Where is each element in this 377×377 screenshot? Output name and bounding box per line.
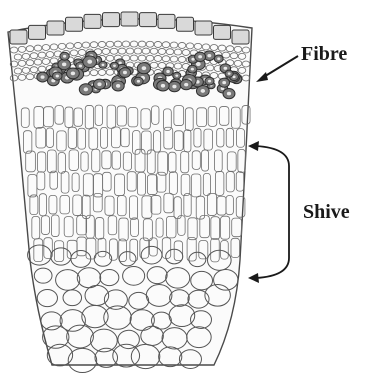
fibre-cell-lumen [222,81,226,84]
epidermis-cell [232,30,249,44]
fibre-cell-lumen [97,82,101,86]
fibre-cell-lumen [207,54,211,57]
bracket-arrow-icon [248,141,289,283]
fibre-cell-lumen [228,72,231,74]
fibre-cell-lumen [201,89,205,93]
fibre-cell-lumen [227,92,231,96]
fibre-cell-lumen [102,64,105,66]
fibre-cell-lumen [196,62,201,66]
fibre-cell-lumen [175,74,178,76]
fibre-cell-lumen [161,84,165,88]
epidermis-cell [66,17,83,31]
epidermis-cell [158,14,175,28]
epidermis-cell [121,12,138,26]
epidermis-cell [177,17,194,31]
epidermis-cell [29,25,46,39]
fibre-cell-lumen [184,83,188,87]
epidermis-cell [10,30,27,44]
fibre-cell-lumen [116,84,120,88]
fibre-cell-lumen [224,67,228,70]
fibre-label: Fibre [301,43,347,65]
epidermis-cell [103,13,120,27]
epidermis-cell [140,13,157,27]
fibre-cell-lumen [217,57,220,60]
fibre-cell-lumen [191,68,194,71]
fibre-cell-lumen [79,65,82,68]
fibre-cell-lumen [113,65,116,67]
fibre-cell-lumen [84,87,89,91]
fibre-cell-lumen [71,71,75,75]
fibre-cell-lumen [166,70,170,73]
fibre-cell-lumen [198,55,202,58]
fibre-cell-lumen [123,71,127,74]
fibre-cell-lumen [208,80,211,83]
epidermis-cell [214,25,231,39]
fibre-cell-lumen [191,58,194,61]
fibre-cell-lumen [62,62,66,66]
epidermis-cell [47,21,64,35]
fibre-cell-lumen [41,75,45,78]
fibre-cell-lumen [87,60,92,64]
fibre-cell-lumen [63,55,66,58]
epidermis-cell [195,21,212,35]
fibre-cell-lumen [56,75,59,78]
shive-label: Shive [303,201,350,223]
epidermis-cell [84,14,101,28]
arrow-icon [256,56,298,82]
fibre-cell-lumen [142,66,147,70]
fibre-cell-lumen [172,85,176,89]
fibre-cell-lumen [137,80,140,83]
